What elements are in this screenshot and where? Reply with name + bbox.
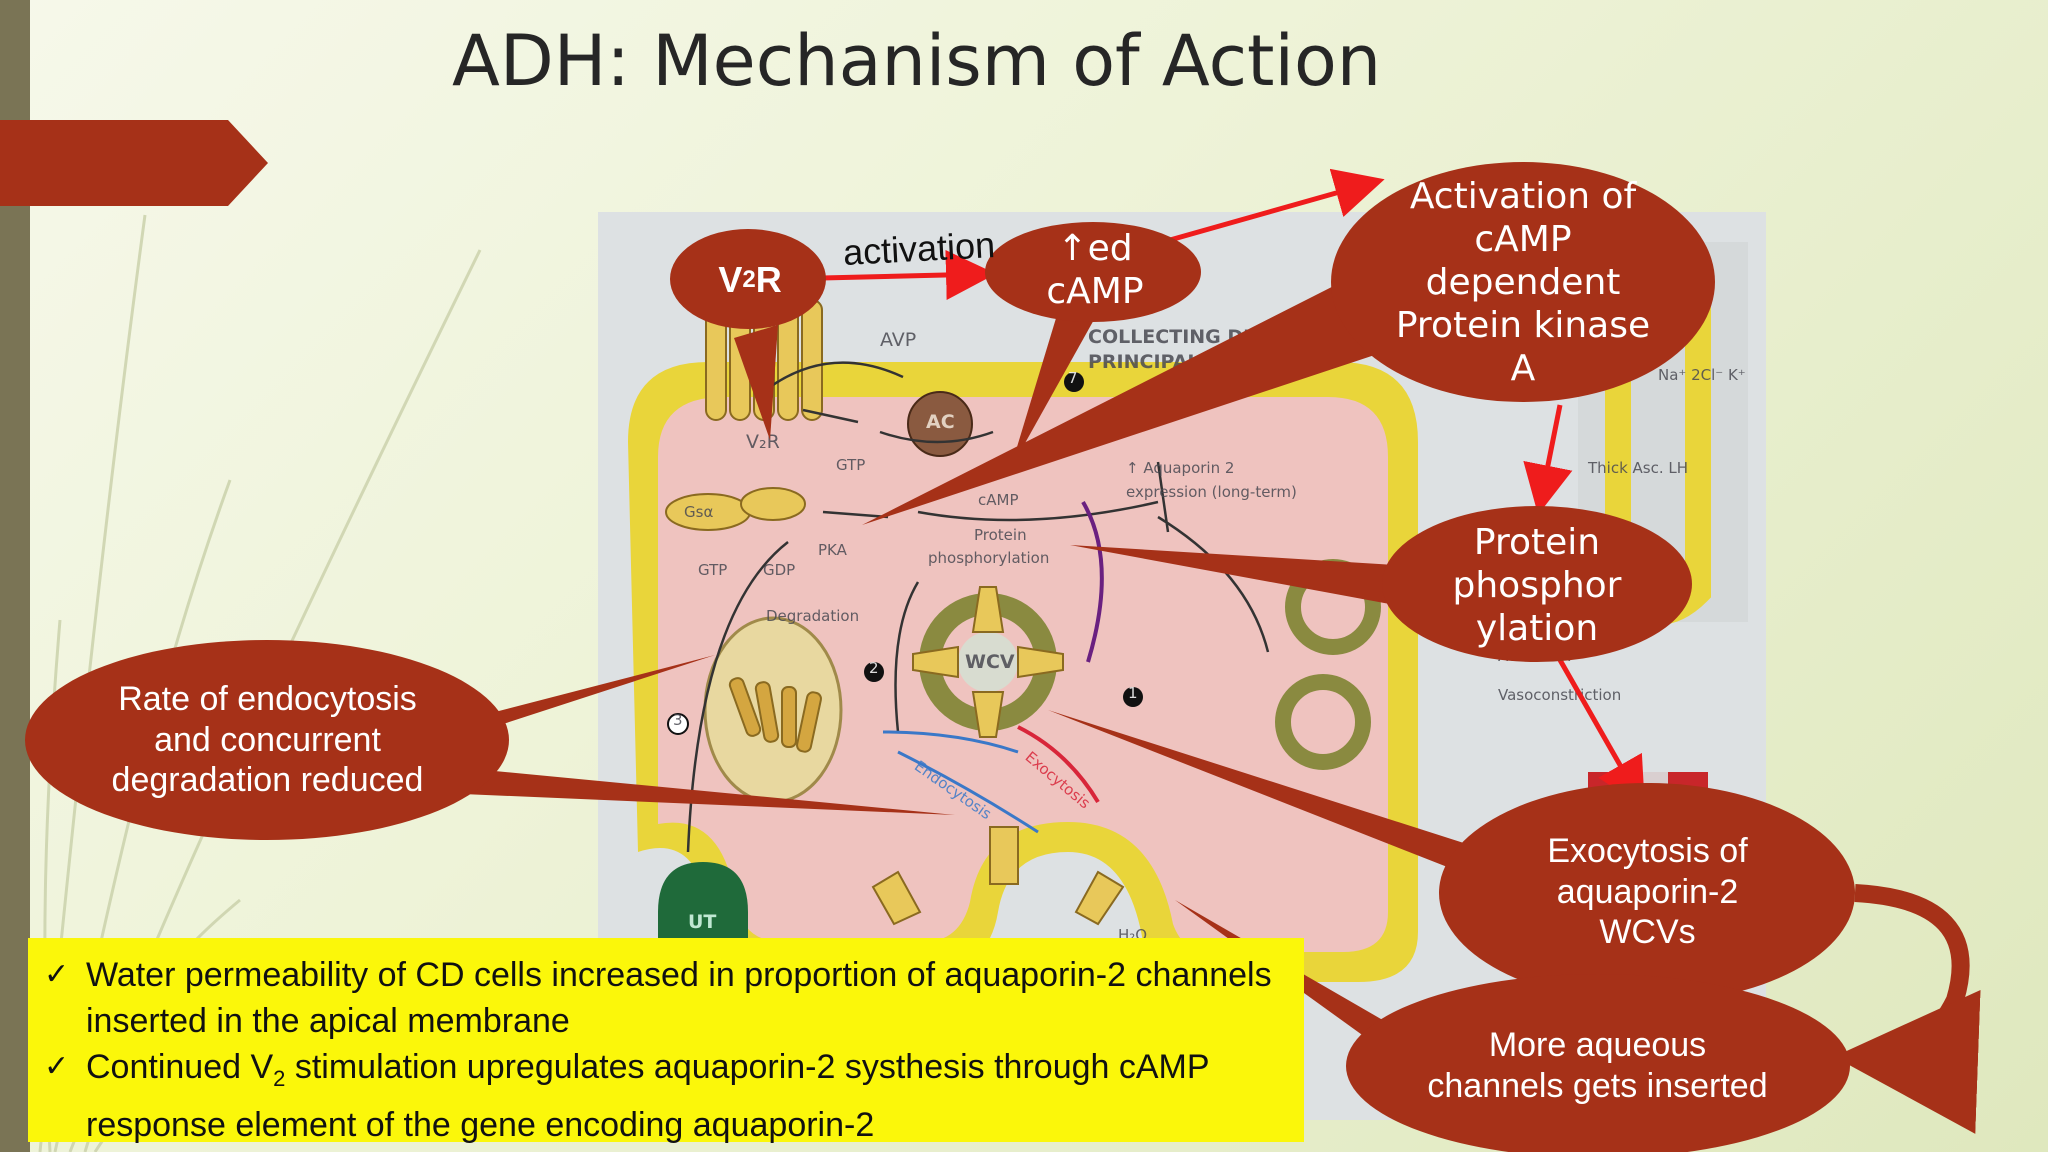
activation-label: activation (842, 224, 997, 273)
fig-wcv-label: WCV (965, 651, 1015, 673)
camp-line2: cAMP (1046, 271, 1144, 312)
fig-step-1-label: 1 (1128, 684, 1138, 702)
callout-camp-text: ↑ed cAMP (1000, 225, 1190, 315)
v2r-sub: 2 (742, 265, 756, 293)
callout-channels-text: More aqueous channels gets inserted (1427, 1026, 1768, 1105)
notes-box: ✓ Water permeability of CD cells increas… (28, 938, 1304, 1144)
fig-expression-long-term-label: expression (long-term) (1126, 483, 1297, 501)
fig-protein-label: Protein (974, 526, 1027, 544)
callout-v2r (670, 229, 826, 440)
fig-nacl-label: Na⁺ 2Cl⁻ K⁺ (1658, 366, 1746, 384)
red-tab-arrow (0, 120, 268, 206)
arrow-phosphorylation-to-exocytosis (1557, 658, 1645, 809)
fig-camp-label: cAMP (978, 491, 1019, 509)
check-icon: ✓ (44, 1049, 70, 1084)
camp-line1: ↑ed (1057, 227, 1133, 269)
v2r-main: V (718, 259, 743, 301)
callout-exocytosis-text: Exocytosis of aquaporin-2 WCVs (1547, 831, 1748, 952)
check-icon: ✓ (44, 957, 70, 992)
fig-step-7-label: 7 (1068, 369, 1078, 387)
fig-thick-asc-label: Thick Asc. LH (1588, 459, 1689, 477)
cell-diagram-objects (658, 361, 1381, 972)
note-text-2: Continued V2 stimulation upregulates aqu… (86, 1044, 1288, 1148)
fig-gtp-upper-label: GTP (836, 456, 866, 474)
arrow-exocytosis-to-channels (1834, 884, 1981, 1134)
fig-aquaporin-expression-label: ↑ Aquaporin 2 (1126, 459, 1235, 477)
note-item-1: ✓ Water permeability of CD cells increas… (44, 952, 1288, 1044)
fig-ac-label: AC (926, 411, 955, 433)
note-item-2: ✓ Continued V2 stimulation upregulates a… (44, 1044, 1288, 1148)
fig-vasoconstriction-label: Vasoconstriction (1498, 686, 1622, 704)
fig-gtp-lower-label: GTP (698, 561, 728, 579)
arrow-v2r-to-camp (821, 249, 996, 300)
page-title: ADH: Mechanism of Action (452, 20, 1382, 102)
callout-pka (862, 162, 1715, 525)
callout-phosphorylation-text: Protein phosphor ylation (1452, 521, 1622, 650)
note-2-pre: Continued V (86, 1048, 274, 1086)
note-1-text: Water permeability of CD cells increased… (86, 956, 1272, 1040)
callout-endocytosis-text: Rate of endocytosis and concurrent degra… (111, 679, 424, 800)
fig-step-2-label: 2 (869, 659, 879, 677)
note-2-sub: 2 (273, 1065, 286, 1091)
fig-pka-label: PKA (818, 541, 847, 559)
v2r-tail: R (755, 259, 782, 301)
fig-urea-transporter-label: UT (688, 911, 717, 933)
fig-degradation-label: Degradation (766, 607, 860, 625)
arrow-camp-to-pka (1169, 168, 1385, 243)
note-2-post: stimulation upregulates aquaporin-2 syst… (86, 1048, 1209, 1144)
fig-phosphorylation-label: phosphorylation (928, 549, 1050, 567)
fig-avp-label: AVP (880, 329, 917, 351)
callout-pka-text: Activation of cAMP dependent Protein kin… (1395, 175, 1651, 390)
fig-v2r-label: V₂R (746, 431, 780, 453)
note-text-1: Water permeability of CD cells increased… (86, 952, 1288, 1044)
callout-phosphorylation (1070, 506, 1692, 662)
fig-gsa-label: Gsα (684, 503, 714, 521)
fig-step-3-label: 3 (673, 711, 683, 729)
callout-exocytosis (1048, 710, 1855, 1003)
fig-gdp-label: GDP (763, 561, 796, 579)
callout-endocytosis (25, 640, 955, 840)
callout-camp (985, 222, 1201, 470)
arrow-pka-to-phosphorylation (1523, 404, 1573, 515)
